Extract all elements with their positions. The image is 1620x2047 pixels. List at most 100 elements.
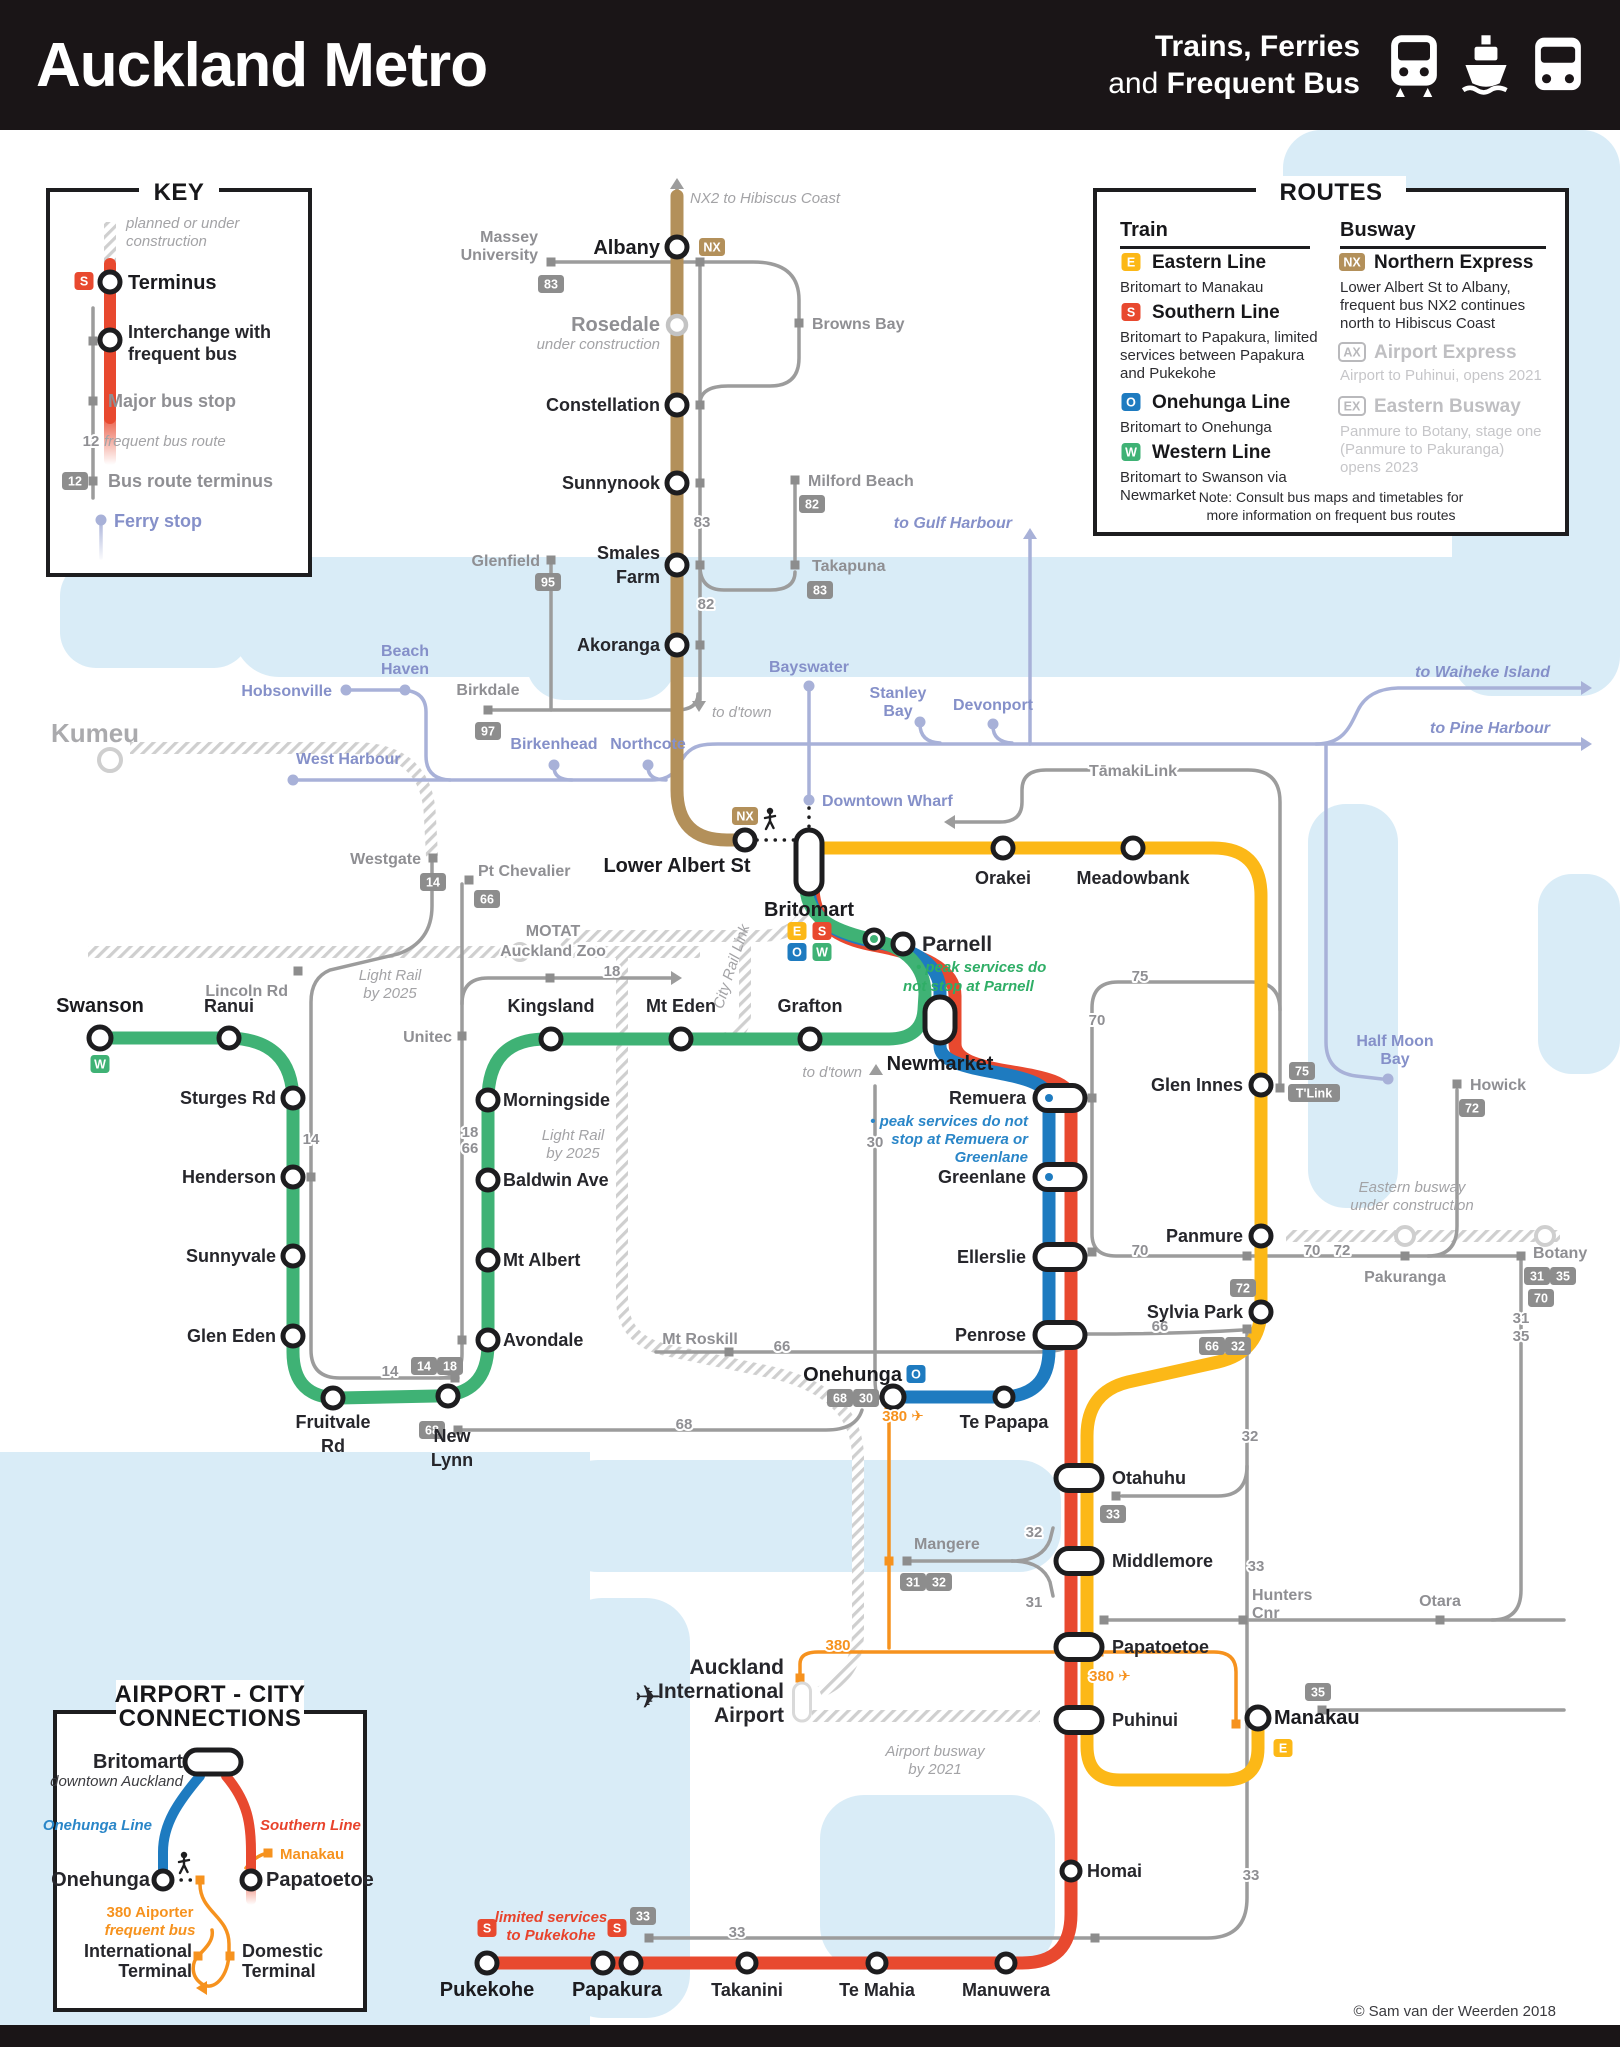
map-label: north to Hibiscus Coast (1340, 315, 1496, 332)
station-marker (280, 1243, 306, 1269)
route-number: 82 (698, 596, 715, 613)
walking-links (170, 806, 811, 1882)
route-number: 18 (462, 1124, 479, 1141)
route-badge (411, 1357, 437, 1375)
map-label: to Waiheke Island (1415, 664, 1551, 681)
map-label: Manakau (280, 1846, 344, 1863)
bus-stop-marker (1317, 1705, 1327, 1715)
route-badge-label: E (1127, 256, 1135, 270)
map-label: Smales (597, 543, 660, 563)
route-badge-label: 97 (481, 725, 495, 739)
bus-stop-marker (1452, 1079, 1462, 1089)
route-badge-label: O (911, 1368, 921, 1382)
route-badge (1338, 342, 1366, 362)
airporter-stop-marker (884, 1407, 894, 1417)
bus-stop-marker (695, 560, 705, 570)
interchange-station-marker (182, 1747, 244, 1777)
transport-icons (1388, 33, 1584, 97)
route-number: 32 (1026, 1524, 1043, 1541)
route-badge (62, 472, 88, 490)
map-label: Papatoetoe (1112, 1637, 1209, 1657)
map-label: and Pukekohe (1120, 365, 1216, 382)
bus-stop-marker (1099, 1615, 1109, 1625)
bus-stop-marker (1090, 1933, 1100, 1943)
route-badge-label: S (483, 1922, 491, 1936)
map-label: Eastern Busway (1374, 396, 1521, 417)
planned-route (616, 952, 864, 1698)
water-area (1538, 874, 1620, 1074)
airporter-stop-marker (263, 1848, 273, 1858)
interchange-station-marker (1053, 1463, 1105, 1493)
map-label: Southern Line (1152, 302, 1280, 323)
route-badge (1199, 1337, 1225, 1355)
route-badge (787, 922, 807, 940)
route-badge-label: NX (736, 810, 754, 824)
route-badge (1273, 1739, 1293, 1757)
airport-connections-panel-title-plate (116, 1680, 304, 1734)
map-label: Henderson (182, 1167, 276, 1187)
route-badge-label: 83 (813, 584, 827, 598)
map-label: Pukekohe (440, 1979, 534, 2001)
bus-icon (1535, 37, 1581, 91)
bus-stop-marker (450, 1373, 460, 1383)
route-number: 83 (694, 514, 711, 531)
map-label: Sunnynook (562, 473, 661, 493)
route-number: 66 (462, 1140, 479, 1157)
route-badge (1100, 1505, 1126, 1523)
map-label: Bayswater (769, 659, 849, 676)
bus-route-line (1090, 980, 1282, 1096)
station-marker (1248, 1072, 1274, 1098)
header-subtitle-and: and (1108, 67, 1159, 100)
map-label: Baldwin Ave (503, 1170, 609, 1190)
map-label: Terminus (128, 272, 217, 294)
map-label: Orakei (975, 868, 1031, 888)
route-number: 35 (1513, 1328, 1530, 1345)
station-marker (1248, 1223, 1274, 1249)
map-label: Botany (1533, 1245, 1587, 1262)
map-label: downtown Auckland (50, 1773, 184, 1790)
transit-line (813, 841, 1268, 1787)
rail-busway-lines (93, 189, 1268, 1970)
map-label: Lynn (431, 1450, 473, 1470)
map-label: Ferry stop (114, 511, 202, 531)
route-badge-label: 66 (480, 893, 494, 907)
station-marker (216, 1025, 242, 1051)
route-badge-label: O (1126, 396, 1136, 410)
ferry-stop-marker (642, 759, 654, 771)
planned-station-marker (510, 942, 530, 962)
bus-stop-marker (546, 257, 556, 267)
map-label: © Sam van der Weerden 2018 (1353, 2003, 1556, 2020)
bus-stop-marker (1087, 1093, 1097, 1103)
stations (86, 234, 1556, 1976)
bus-stop-marker (1435, 1615, 1445, 1625)
route-badge-label: 33 (636, 1910, 650, 1924)
map-label: Avondale (503, 1330, 583, 1350)
bus-stop-marker (790, 560, 800, 570)
interchange-station-marker (1053, 1632, 1105, 1662)
map-label: Morningside (503, 1090, 610, 1110)
map-label: Domestic (242, 1941, 323, 1961)
direction-arrow (869, 1064, 883, 1075)
direction-arrow (692, 701, 706, 712)
map-label: Britomart (93, 1751, 183, 1773)
station-marker (664, 234, 690, 260)
map-label: Kingsland (507, 996, 594, 1016)
bus-stop-marker (88, 476, 98, 486)
map-label: Onehunga (803, 1364, 903, 1386)
map-label: Unitec (403, 1029, 452, 1046)
map-label: Meadowbank (1076, 868, 1190, 888)
direction-arrow (944, 815, 955, 829)
station-marker (280, 1323, 306, 1349)
map-label: frequent bus route (104, 433, 226, 450)
route-number: 68 (676, 1416, 693, 1433)
route-badge-label: 68 (425, 1424, 439, 1438)
bus-stops (88, 257, 1526, 1961)
route-badge (1528, 1289, 1554, 1307)
map-label: Albany (593, 237, 661, 259)
route-badge (630, 1907, 656, 1925)
map-label: KEY (154, 179, 205, 206)
map-label: by 2021 (908, 1761, 961, 1778)
station-marker (97, 269, 123, 295)
direction-arrow (1581, 681, 1592, 695)
bus-stop-marker (453, 1425, 463, 1435)
